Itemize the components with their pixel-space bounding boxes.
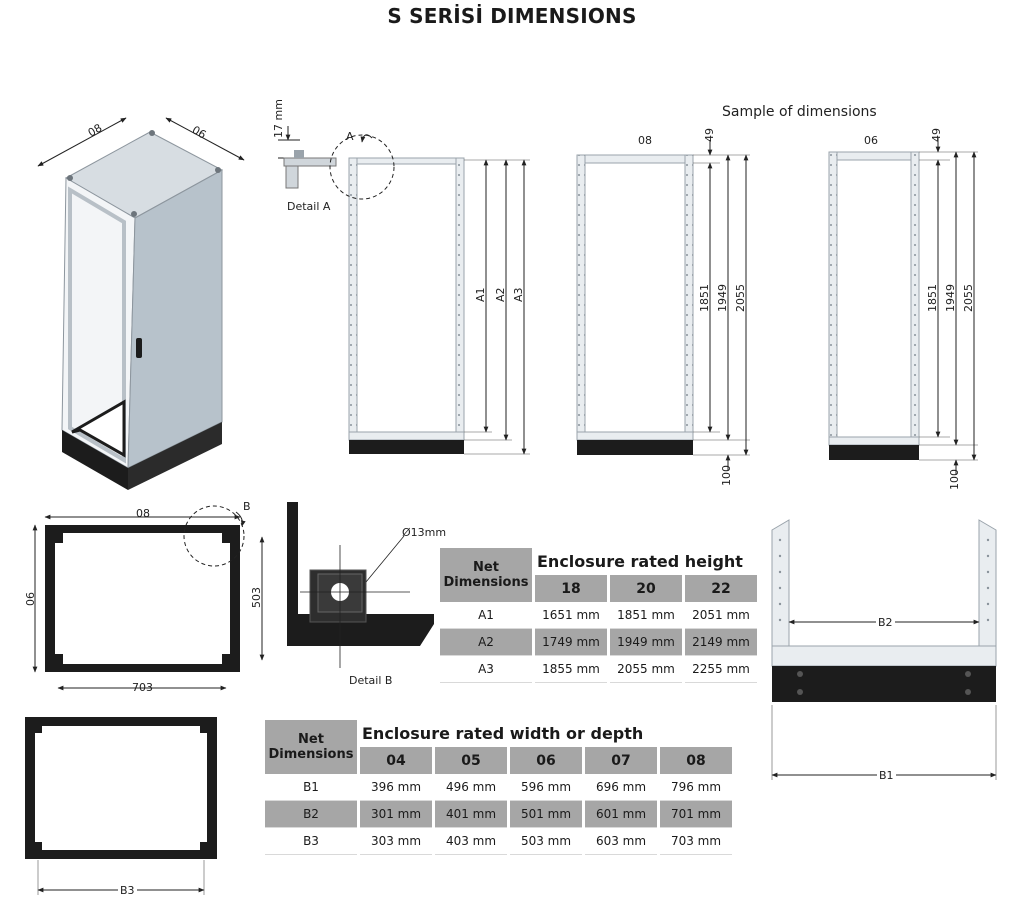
frame-06-drawing (828, 138, 978, 475)
cell: 2255 mm (685, 656, 757, 683)
frame-06-top-label: 06 (864, 134, 878, 147)
cell: 603 mm (585, 828, 657, 855)
height-col-18: 18 (535, 575, 607, 602)
plinth-front-drawing (771, 519, 997, 780)
width-col-04: 04 (360, 747, 432, 774)
cell: 596 mm (510, 774, 582, 801)
table-row: B2 301 mm 401 mm 501 mm 601 mm 701 mm (265, 801, 732, 828)
frame-08-100-label: 100 (720, 465, 733, 486)
cell: 1651 mm (535, 602, 607, 629)
detail-b-drawing (287, 502, 434, 668)
width-col-05: 05 (435, 747, 507, 774)
cell: 1851 mm (610, 602, 682, 629)
detail-a-drawing (278, 126, 337, 189)
height-table: Net Dimensions Enclosure rated height 18… (437, 548, 760, 683)
isometric-enclosure (37, 117, 245, 490)
row-label: B2 (265, 801, 357, 828)
frame-08-1851-label: 1851 (698, 284, 711, 312)
cell: 796 mm (660, 774, 732, 801)
cell: 503 mm (510, 828, 582, 855)
base-plan-drawing (32, 505, 265, 691)
plate-b3-drawing (25, 717, 217, 895)
detail-a-label: Detail A (287, 200, 331, 213)
height-table-caption: Enclosure rated height (537, 552, 743, 571)
table-row: B1 396 mm 496 mm 596 mm 696 mm 796 mm (265, 774, 732, 801)
frame-08-drawing (576, 140, 750, 470)
row-label: A3 (440, 656, 532, 683)
width-table-caption: Enclosure rated width or depth (362, 724, 644, 743)
base-bottom-label: 703 (132, 681, 153, 694)
table-row: A3 1855 mm 2055 mm 2255 mm (440, 656, 757, 683)
frame-06-1851-label: 1851 (926, 284, 939, 312)
frame-08-top-label: 08 (638, 134, 652, 147)
detail-b-label: Detail B (349, 674, 393, 687)
plinth-b2-label: B2 (876, 616, 895, 629)
frame-a-a1-label: A1 (474, 287, 487, 302)
page-title: S SERİSİ DIMENSIONS (387, 4, 637, 28)
cell: 2149 mm (685, 629, 757, 656)
frame-08-1949-label: 1949 (716, 284, 729, 312)
detail-a-marker: A (346, 130, 354, 143)
table-row: A1 1651 mm 1851 mm 2051 mm (440, 602, 757, 629)
width-col-06: 06 (510, 747, 582, 774)
cell: 1749 mm (535, 629, 607, 656)
base-top-label: 08 (136, 507, 150, 520)
height-table-head: Net Dimensions (440, 548, 532, 602)
frame-06-2055-label: 2055 (962, 284, 975, 312)
cell: 1949 mm (610, 629, 682, 656)
frame-a-a3-label: A3 (512, 287, 525, 302)
width-col-07: 07 (585, 747, 657, 774)
base-marker-b: B (243, 500, 251, 513)
row-label: A2 (440, 629, 532, 656)
detail-a-dim-label: 17 mm (272, 99, 285, 138)
sample-label: Sample of dimensions (722, 104, 877, 120)
row-label: B3 (265, 828, 357, 855)
frame-06-1949-label: 1949 (944, 284, 957, 312)
cell: 301 mm (360, 801, 432, 828)
height-col-20: 20 (610, 575, 682, 602)
cell: 701 mm (660, 801, 732, 828)
frame-06-49-label: 49 (930, 128, 943, 142)
base-right-label: 503 (250, 587, 263, 608)
frame-08-49-label: 49 (703, 128, 716, 142)
frame-a-drawing (329, 134, 530, 455)
plate-b3-label: B3 (118, 884, 137, 897)
plinth-b1-label: B1 (877, 769, 896, 782)
cell: 2055 mm (610, 656, 682, 683)
cell: 496 mm (435, 774, 507, 801)
height-col-22: 22 (685, 575, 757, 602)
cell: 601 mm (585, 801, 657, 828)
row-label: B1 (265, 774, 357, 801)
width-table: Net Dimensions Enclosure rated width or … (262, 720, 735, 855)
cell: 401 mm (435, 801, 507, 828)
cell: 1855 mm (535, 656, 607, 683)
cell: 501 mm (510, 801, 582, 828)
cell: 2051 mm (685, 602, 757, 629)
detail-b-hole-label: Ø13mm (402, 526, 447, 539)
base-left-label: 06 (24, 592, 37, 606)
width-col-08: 08 (660, 747, 732, 774)
cell: 703 mm (660, 828, 732, 855)
cell: 396 mm (360, 774, 432, 801)
cell: 403 mm (435, 828, 507, 855)
table-row: A2 1749 mm 1949 mm 2149 mm (440, 629, 757, 656)
cell: 303 mm (360, 828, 432, 855)
cell: 696 mm (585, 774, 657, 801)
row-label: A1 (440, 602, 532, 629)
width-table-head: Net Dimensions (265, 720, 357, 774)
table-row: B3 303 mm 403 mm 503 mm 603 mm 703 mm (265, 828, 732, 855)
frame-a-a2-label: A2 (494, 287, 507, 302)
frame-06-100-label: 100 (948, 469, 961, 490)
frame-08-2055-label: 2055 (734, 284, 747, 312)
